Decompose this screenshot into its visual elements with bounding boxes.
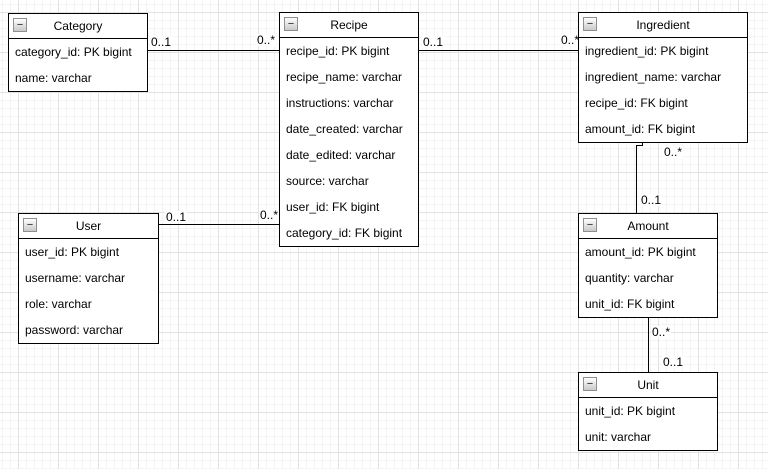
cardinality-label[interactable]: 0..* [663,145,684,159]
entity-field[interactable]: unit_id: PK bigint [585,404,676,418]
cardinality-label[interactable]: 0..1 [662,355,685,369]
entity-field[interactable]: amount_id: PK bigint [585,245,696,259]
cardinality-label[interactable]: 0..* [560,33,581,47]
entity-field[interactable]: ingredient_name: varchar [585,70,722,84]
entity-field[interactable]: instructions: varchar [286,96,394,110]
entity-ingredient[interactable]: − Ingredient ingredient_id: PK bigint in… [578,12,748,143]
entity-header[interactable]: − Category [9,14,147,39]
entity-field[interactable]: user_id: PK bigint [25,245,120,259]
collapse-icon[interactable]: − [13,18,27,32]
entity-field[interactable]: user_id: FK bigint [286,200,380,214]
connector-ingredient-amount[interactable] [642,140,643,146]
entity-field[interactable]: recipe_id: FK bigint [585,96,688,110]
entity-field[interactable]: recipe_name: varchar [286,70,403,84]
entity-field[interactable]: date_edited: varchar [286,148,396,162]
entity-field[interactable]: quantity: varchar [585,271,674,285]
entity-field[interactable]: ingredient_id: PK bigint [585,44,709,58]
entity-field[interactable]: category_id: PK bigint [15,45,132,59]
entity-unit[interactable]: − Unit unit_id: PK bigint unit: varchar [578,372,718,451]
cardinality-label[interactable]: 0..* [651,325,672,339]
connector-ingredient-amount[interactable] [636,145,637,213]
entity-field[interactable]: date_created: varchar [286,122,403,136]
collapse-icon[interactable]: − [583,377,597,391]
entity-amount[interactable]: − Amount amount_id: PK bigint quantity: … [578,213,718,318]
entity-field[interactable]: amount_id: FK bigint [585,122,696,136]
entity-title: Amount [627,219,669,233]
entity-header[interactable]: − Recipe [280,13,418,38]
entity-title: User [75,219,102,233]
connector-recipe-ingredient[interactable] [419,50,578,51]
entity-title: Category [53,19,103,33]
entity-recipe[interactable]: − Recipe recipe_id: PK bigint recipe_nam… [279,12,419,247]
entity-title: Ingredient [636,18,690,32]
entity-header[interactable]: − Ingredient [579,13,747,38]
collapse-icon[interactable]: − [23,218,37,232]
cardinality-label[interactable]: 0..* [256,33,277,47]
entity-header[interactable]: − Amount [579,214,717,239]
collapse-icon[interactable]: − [284,17,298,31]
cardinality-label[interactable]: 0..1 [640,193,663,207]
entity-header[interactable]: − User [19,214,158,239]
entity-field[interactable]: category_id: FK bigint [286,226,403,240]
entity-title: Recipe [330,18,368,32]
entity-field[interactable]: role: varchar [25,297,92,311]
entity-field[interactable]: username: varchar [25,271,126,285]
entity-header[interactable]: − Unit [579,373,717,398]
collapse-icon[interactable]: − [583,218,597,232]
connector-amount-unit[interactable] [648,315,649,372]
cardinality-label[interactable]: 0..* [259,208,280,222]
connector-category-recipe[interactable] [148,50,279,51]
entity-field[interactable]: recipe_id: PK bigint [286,44,390,58]
entity-category[interactable]: − Category category_id: PK bigint name: … [8,13,148,92]
entity-field[interactable]: source: varchar [286,174,369,188]
cardinality-label[interactable]: 0..1 [422,35,445,49]
entity-field[interactable]: password: varchar [25,323,124,337]
collapse-icon[interactable]: − [583,17,597,31]
entity-title: Unit [637,378,659,392]
cardinality-label[interactable]: 0..1 [150,35,173,49]
entity-field[interactable]: unit: varchar [585,430,652,444]
entity-field[interactable]: unit_id: FK bigint [585,297,675,311]
connector-user-recipe[interactable] [159,224,279,225]
entity-user[interactable]: − User user_id: PK bigint username: varc… [18,213,159,344]
entity-field[interactable]: name: varchar [15,71,92,85]
cardinality-label[interactable]: 0..1 [165,210,188,224]
connector-ingredient-amount[interactable] [636,145,643,146]
